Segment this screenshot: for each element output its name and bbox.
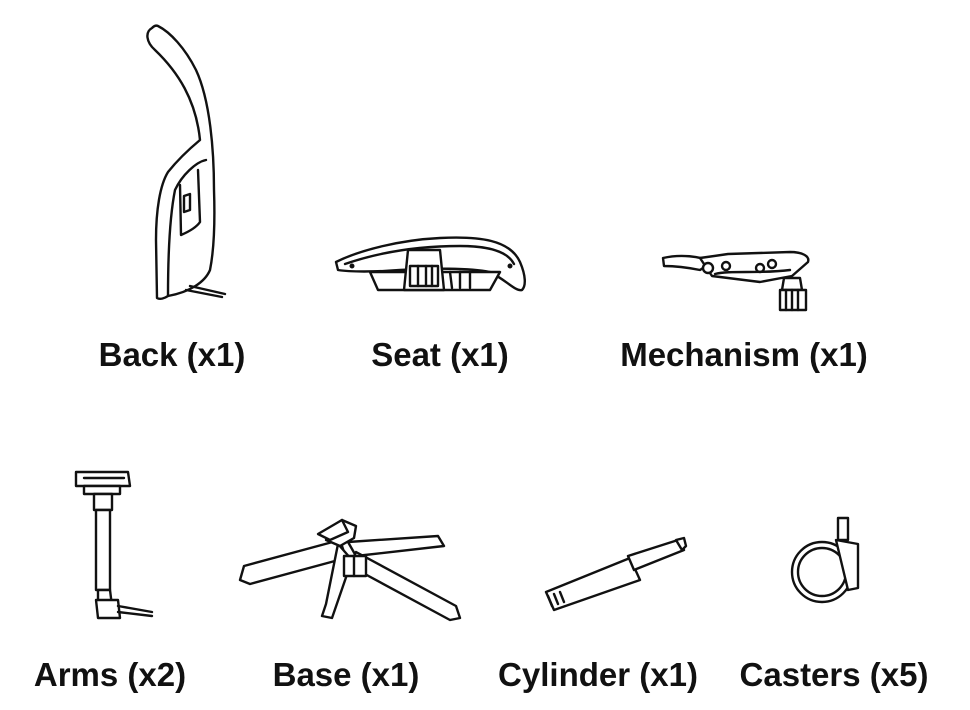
cylinder-label: Cylinder (x1) [498, 656, 698, 693]
back-label: Back (x1) [98, 336, 246, 373]
arms-label: Arms (x2) [33, 656, 187, 693]
seat-label: Seat (x1) [371, 336, 509, 373]
base-label: Base (x1) [272, 656, 420, 693]
casters-label: Casters (x5) [739, 656, 929, 693]
mechanism-label: Mechanism (x1) [620, 336, 868, 373]
